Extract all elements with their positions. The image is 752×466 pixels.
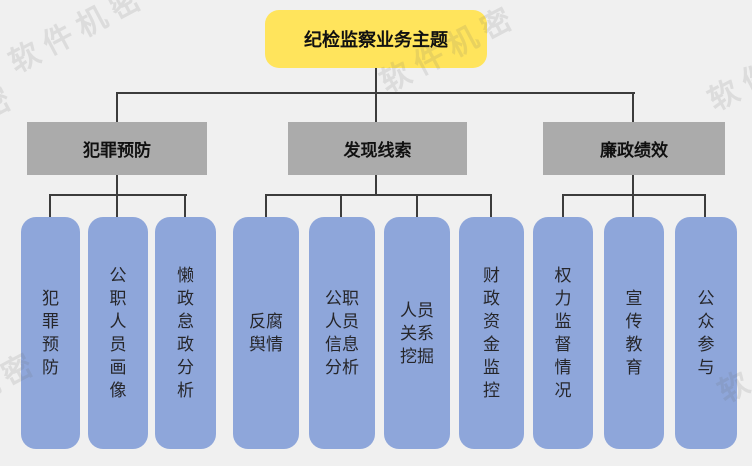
branch-node-integrity-performance: 廉政绩效 [543,122,725,175]
leaf-node-official-info-analysis: 公职 人员 信息 分析 [309,217,375,449]
connector-line [340,194,342,217]
connector-line [562,194,706,196]
connector-line [49,194,187,196]
leaf-node-lazy-governance-analysis: 懒 政 怠 政 分 析 [155,217,216,449]
leaf-node-official-portrait: 公 职 人 员 画 像 [88,217,148,449]
connector-line [184,194,186,217]
connector-line [704,194,706,217]
leaf-node-anticorruption-opinion: 反腐 舆情 [233,217,299,449]
leaf-node-power-supervision: 权 力 监 督 情 况 [533,217,593,449]
watermark-text: 软件机密 [3,0,154,80]
connector-line [416,194,418,217]
branch-node-crime-prevention: 犯罪预防 [27,122,207,175]
connector-line [375,68,377,93]
connector-line [265,194,267,217]
connector-line [116,92,118,122]
connector-line [632,194,634,217]
connector-line [632,175,634,196]
connector-line [49,194,51,217]
leaf-node-fiscal-fund-monitoring: 财 政 资 金 监 控 [459,217,524,449]
leaf-node-crime-prevention: 犯 罪 预 防 [21,217,80,449]
connector-line [265,194,492,196]
connector-line [562,194,564,217]
leaf-node-relationship-mining: 人员 关系 挖掘 [384,217,450,449]
connector-line [375,175,377,196]
watermark-text: 软件机密 [702,17,752,118]
connector-line [375,92,377,122]
connector-line [116,175,118,196]
connector-line [116,194,118,217]
branch-node-clue-discovery: 发现线索 [288,122,467,175]
watermark-text: 软件机密 [0,79,24,180]
leaf-node-publicity-education: 宣 传 教 育 [604,217,664,449]
connector-line [490,194,492,217]
connector-line [632,92,634,122]
root-node: 纪检监察业务主题 [265,10,487,68]
leaf-node-public-participation: 公 众 参 与 [675,217,737,449]
